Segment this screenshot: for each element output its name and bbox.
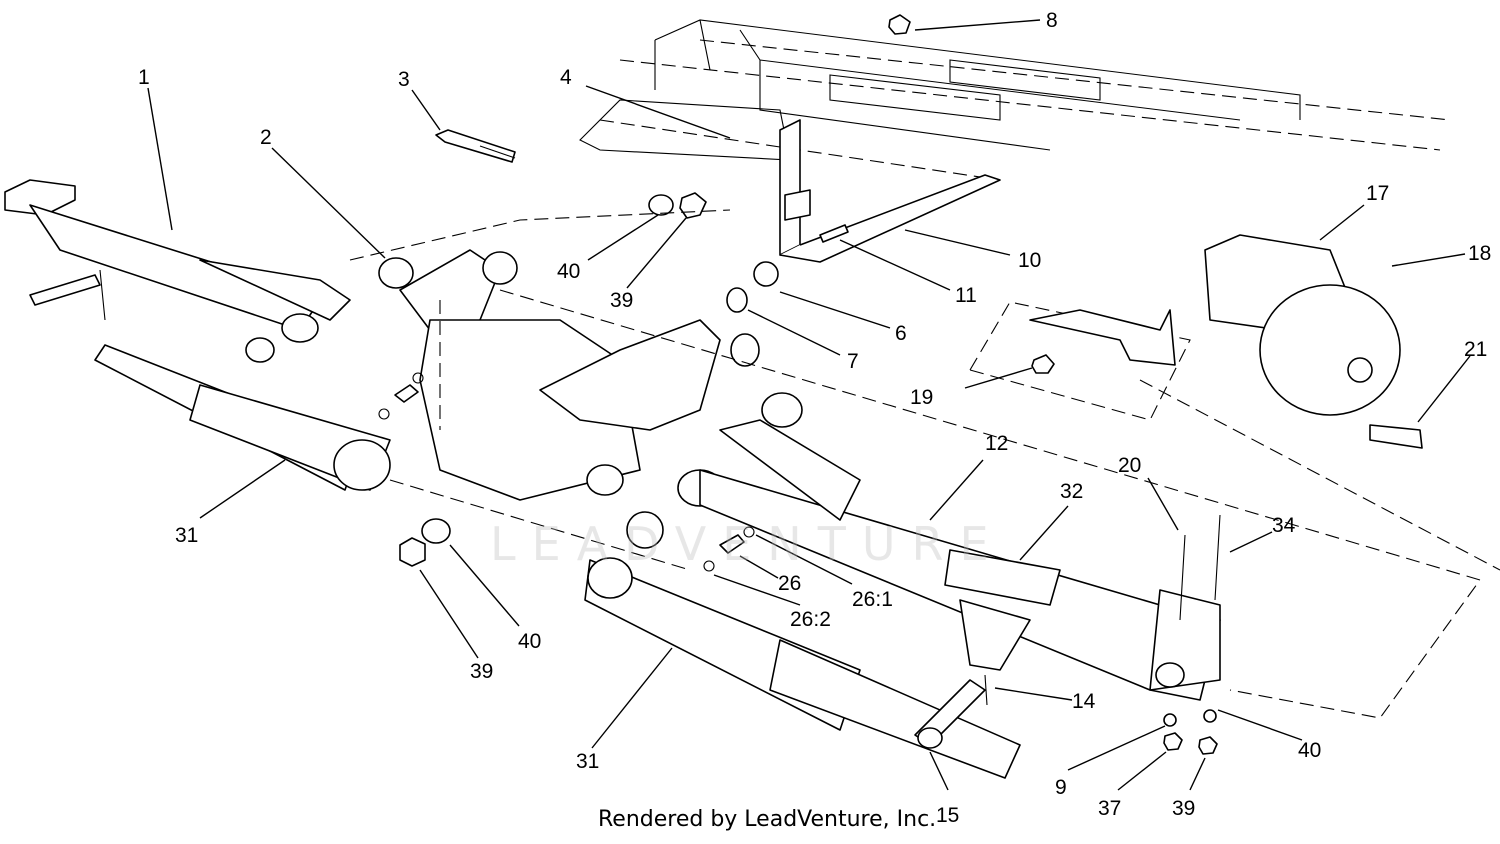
fittings bbox=[378, 372, 755, 572]
callout-label: 15 bbox=[936, 804, 959, 827]
callout-label: 1 bbox=[138, 66, 150, 89]
assembly-guides bbox=[349, 209, 1500, 719]
credit-text: Rendered by LeadVenture, Inc. bbox=[598, 807, 936, 832]
frame-assembly bbox=[579, 19, 1451, 181]
callout-label: 7 bbox=[847, 350, 859, 373]
callout-label: 26 bbox=[778, 572, 801, 595]
callout-label: 40 bbox=[1298, 739, 1321, 762]
callout-label: 39 bbox=[610, 289, 633, 312]
left-hydraulic-cylinder bbox=[94, 344, 391, 491]
callout-label: 6 bbox=[895, 322, 907, 345]
callout-label: 2 bbox=[260, 126, 272, 149]
callout-label: 17 bbox=[1366, 182, 1389, 205]
callout-label: 26:2 bbox=[790, 608, 831, 631]
callout-label: 39 bbox=[1172, 797, 1195, 820]
callout-label: 26:1 bbox=[852, 588, 893, 611]
callouts: 1 2 3 4 8 17 18 10 11 40 39 6 7 19 21 12… bbox=[138, 9, 1491, 827]
callout-label: 32 bbox=[1060, 480, 1083, 503]
callout-label: 34 bbox=[1272, 514, 1296, 537]
callout-label: 3 bbox=[398, 68, 410, 91]
hydraulic-pump bbox=[1204, 234, 1423, 449]
callout-label: 12 bbox=[985, 432, 1008, 455]
callout-label: 31 bbox=[576, 750, 599, 773]
left-lift-arm bbox=[4, 179, 351, 363]
callout-label: 40 bbox=[557, 260, 580, 283]
callout-label: 10 bbox=[1018, 249, 1041, 272]
callout-label: 37 bbox=[1098, 797, 1121, 820]
callout-label: 8 bbox=[1046, 9, 1058, 32]
rear-bracket bbox=[779, 119, 1001, 263]
callout-label: 21 bbox=[1464, 338, 1487, 361]
callout-label: 9 bbox=[1055, 776, 1067, 799]
callout-label: 18 bbox=[1468, 242, 1491, 265]
pump-bracket bbox=[1029, 309, 1176, 366]
callout-label: 19 bbox=[910, 386, 933, 409]
right-lift-arm bbox=[677, 419, 1221, 701]
bushing-part bbox=[378, 257, 414, 289]
pump-mount-outline bbox=[969, 301, 1191, 421]
callout-label: 4 bbox=[560, 66, 572, 89]
callout-label: 20 bbox=[1118, 454, 1141, 477]
leader-lines bbox=[147, 19, 1471, 791]
callout-label: 31 bbox=[175, 524, 198, 547]
callout-label: 14 bbox=[1072, 690, 1096, 713]
bolt-part bbox=[435, 129, 516, 163]
callout-label: 39 bbox=[470, 660, 493, 683]
right-hydraulic-cylinder bbox=[584, 511, 1021, 779]
pivot-bracket bbox=[399, 249, 803, 501]
callout-label: 40 bbox=[518, 630, 541, 653]
callout-label: 11 bbox=[955, 284, 977, 307]
watermark-text: LEADVENTURE bbox=[490, 517, 1005, 571]
